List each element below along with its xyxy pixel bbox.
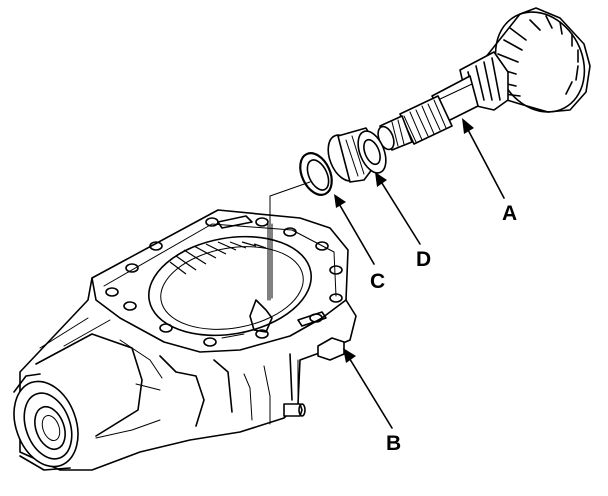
pinion-shaft bbox=[377, 7, 591, 151]
callout-arrow-c bbox=[334, 194, 375, 265]
callout-arrow-d bbox=[375, 172, 421, 245]
assembly-guide-lines bbox=[269, 181, 311, 301]
shim-ring bbox=[299, 152, 333, 196]
callout-label-c: C bbox=[370, 270, 385, 293]
callout-arrow-b bbox=[343, 348, 393, 429]
gear-teeth bbox=[495, 15, 579, 97]
callout-label-d: D bbox=[416, 248, 431, 271]
differential-housing bbox=[13, 209, 357, 471]
shaft-splines bbox=[403, 99, 447, 143]
callout-label-a: A bbox=[502, 202, 517, 225]
collapsible-spacer bbox=[327, 127, 387, 183]
callout-label-b: B bbox=[386, 432, 401, 455]
bore-interior-hatch bbox=[169, 241, 267, 275]
callout-arrow-a bbox=[462, 118, 505, 199]
callout-arrows bbox=[334, 118, 505, 429]
